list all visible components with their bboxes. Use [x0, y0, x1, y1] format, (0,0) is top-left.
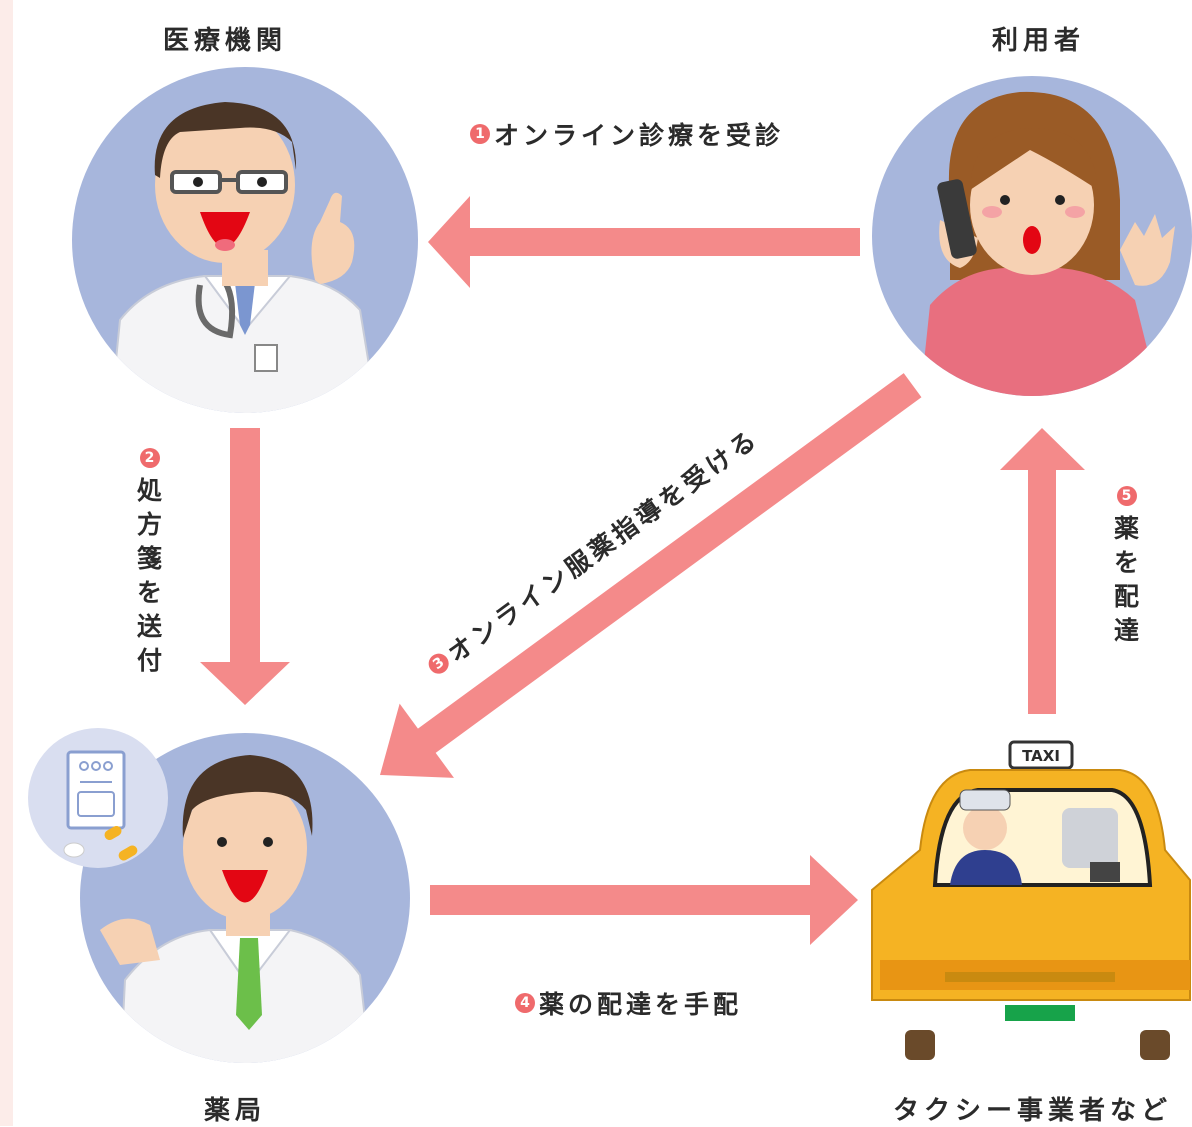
- step2-text-char: 送: [137, 612, 163, 641]
- node-title-medical: 医療機関: [163, 26, 288, 56]
- step4-label: 4 薬の配達を手配: [515, 985, 742, 1021]
- step2-label: 2 処方箋を送付: [137, 448, 162, 678]
- step1-text: オンライン診療を受診: [494, 121, 785, 150]
- pharmacist-illustration: [28, 728, 410, 1063]
- step2-text: 処方箋を送付: [137, 474, 162, 678]
- step2-number: 2: [139, 448, 160, 468]
- arrow-step2: [200, 428, 290, 705]
- step2-text-char: 処: [137, 476, 163, 505]
- taxi-sign: TAXI: [1022, 747, 1060, 765]
- arrow-step5: [1000, 428, 1085, 714]
- step5-number: 5: [1116, 486, 1137, 506]
- step5-text: 薬を配達: [1114, 512, 1139, 648]
- step5-text-char: を: [1114, 548, 1140, 577]
- step5-label: 5 薬を配達: [1114, 486, 1139, 648]
- left-margin-strip: [0, 0, 13, 1126]
- user-illustration: [872, 76, 1192, 396]
- arrows: [200, 196, 1085, 945]
- step2-text-char: を: [137, 578, 163, 607]
- node-title-pharmacy: 薬局: [204, 1096, 267, 1126]
- taxi-illustration: TAXI: [871, 740, 1191, 1060]
- arrow-step4: [430, 855, 858, 945]
- step2-text-char: 箋: [137, 544, 163, 573]
- step2-text-char: 付: [137, 646, 163, 675]
- step5-text-char: 薬: [1114, 514, 1140, 543]
- node-title-taxi: タクシー事業者など: [893, 1096, 1173, 1126]
- step4-text: 薬の配達を手配: [539, 990, 743, 1019]
- step5-text-char: 配: [1114, 582, 1140, 611]
- node-title-user: 利用者: [992, 26, 1086, 56]
- step1-number: 1: [470, 124, 490, 144]
- step5-text-char: 達: [1114, 616, 1140, 645]
- doctor-illustration: [72, 67, 418, 413]
- arrow-step3: [380, 373, 922, 778]
- step1-label: 1 オンライン診療を受診: [470, 116, 784, 152]
- step4-number: 4: [515, 993, 535, 1013]
- arrow-step1: [428, 196, 860, 288]
- step2-text-char: 方: [137, 510, 163, 539]
